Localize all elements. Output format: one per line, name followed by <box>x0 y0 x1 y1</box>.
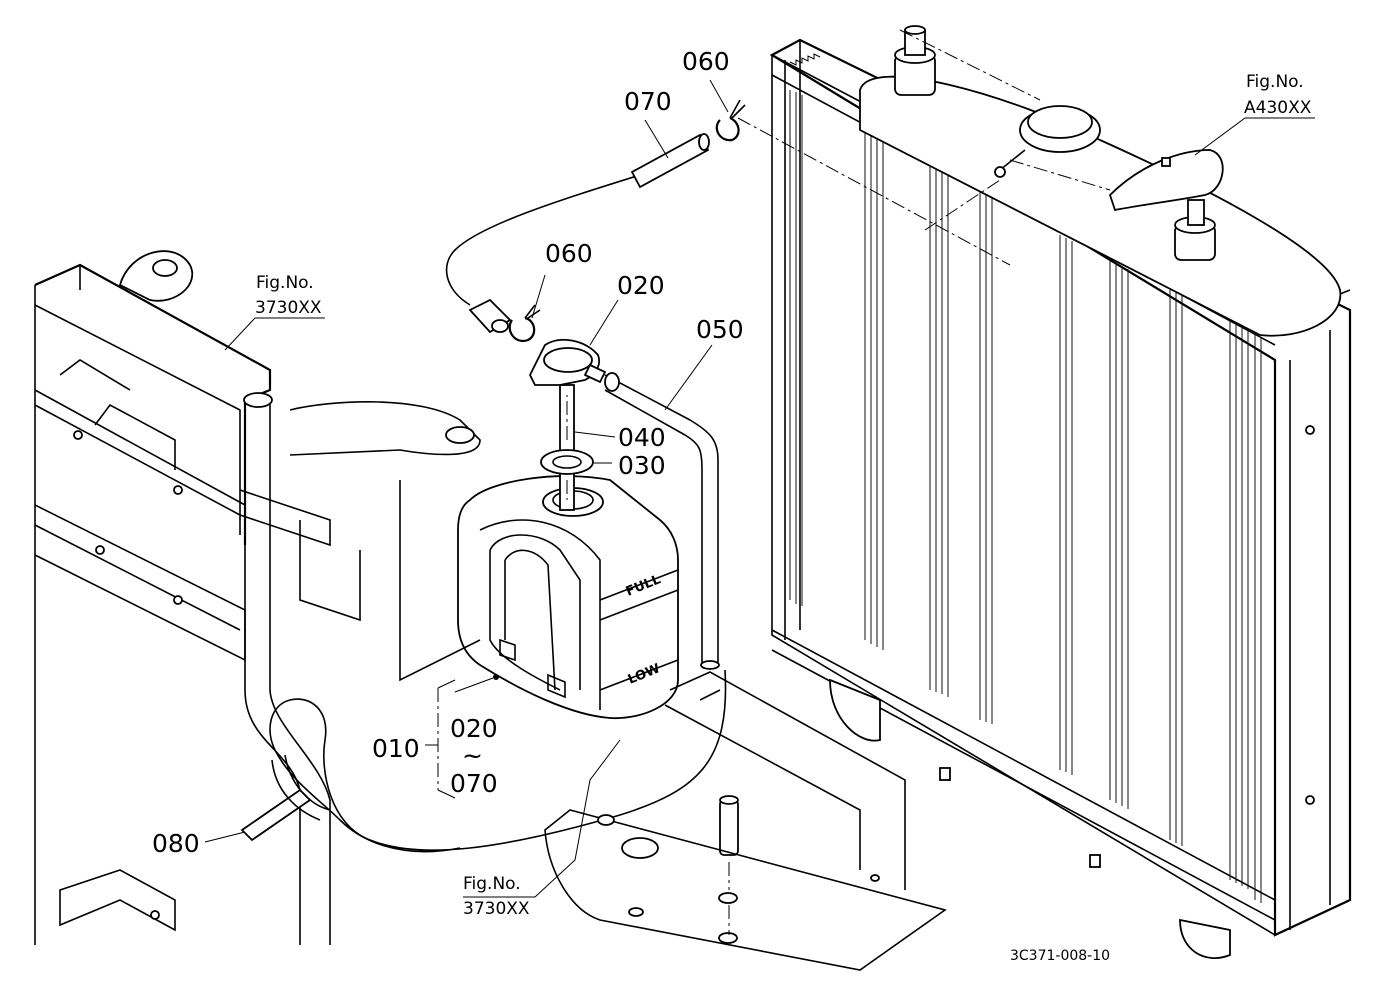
label-range-tilde: ~ <box>462 741 483 770</box>
drawing-code: 3C371-008-10 <box>1010 948 1110 964</box>
hoses <box>240 99 746 856</box>
leader-lines <box>204 29 1315 935</box>
base-plate <box>544 671 947 971</box>
fig-ref-radiator-caption: Fig.No. <box>1246 72 1304 92</box>
label-070-range: 070 <box>450 769 498 798</box>
label-060-mid: 060 <box>545 239 593 268</box>
fig-ref-radiator-number: A430XX <box>1244 98 1312 118</box>
label-040: 040 <box>618 423 666 452</box>
cap-assembly <box>528 338 607 511</box>
label-070: 070 <box>624 87 672 116</box>
label-060-top: 060 <box>682 47 730 76</box>
radiator-fins <box>789 90 1262 903</box>
fig-ref-frame-caption: Fig.No. <box>256 273 314 293</box>
fig-ref-plate-number: 3730XX <box>463 899 530 919</box>
label-050: 050 <box>696 315 744 344</box>
part-labels: 060 070 060 020 050 040 030 010 020 ~ 07… <box>152 47 744 858</box>
label-020-range: 020 <box>450 714 498 743</box>
radiator <box>769 25 1352 959</box>
label-030: 030 <box>618 451 666 480</box>
label-080: 080 <box>152 829 200 858</box>
reservoir-tank: FULL LOW <box>457 475 679 719</box>
frame-bracket <box>34 250 481 945</box>
fig-ref-frame-number: 3730XX <box>255 298 322 318</box>
figure-references: Fig.No. A430XX Fig.No. 3730XX Fig.No. 37… <box>255 72 1312 919</box>
label-020: 020 <box>617 271 665 300</box>
fig-ref-plate-caption: Fig.No. <box>463 874 521 894</box>
label-010: 010 <box>372 734 420 763</box>
